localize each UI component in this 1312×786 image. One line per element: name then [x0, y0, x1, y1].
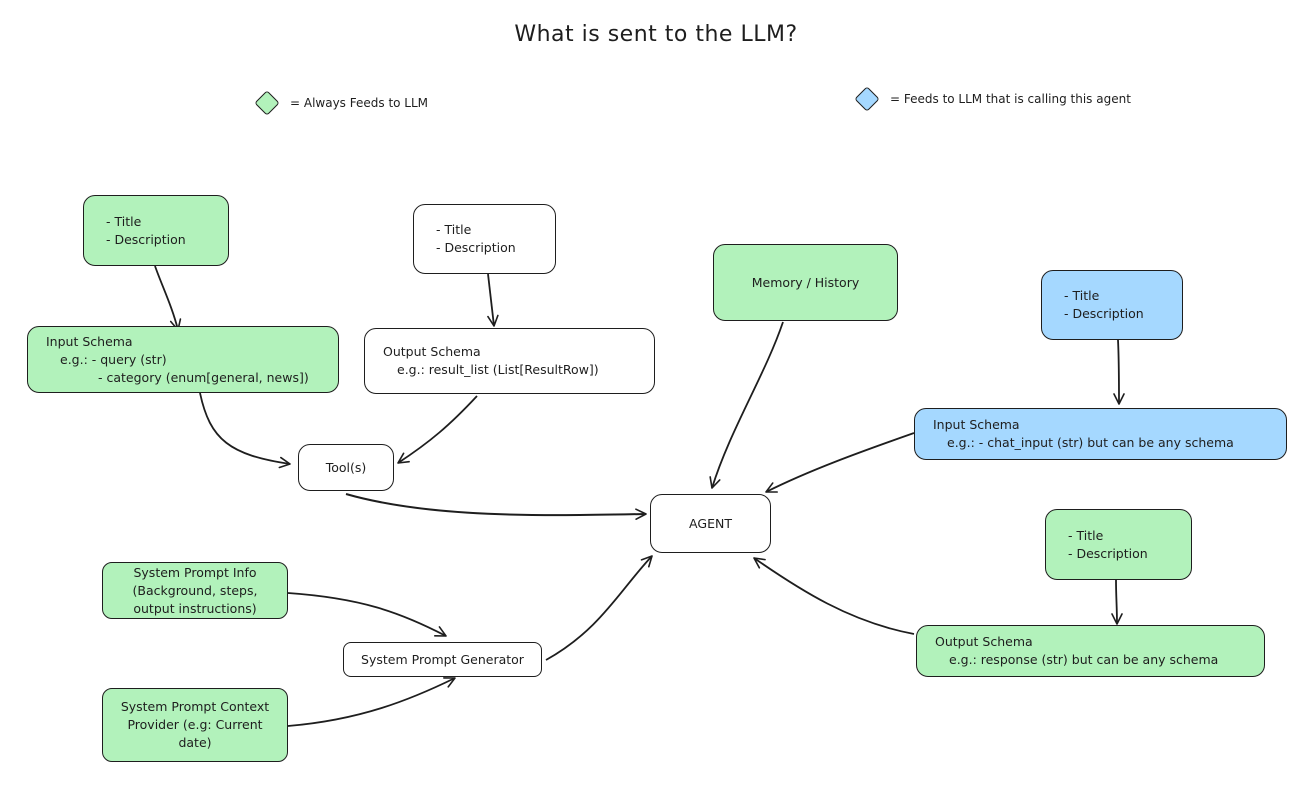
system-prompt-generator-label: System Prompt Generator — [361, 651, 524, 667]
arrow-tools-to-agent — [345, 493, 647, 520]
agent-input-meta-node: - Title - Description — [1041, 270, 1183, 340]
tool-input-schema-node: Input Schema e.g.: - query (str) - categ… — [27, 326, 339, 393]
legend-always-feeds-label: = Always Feeds to LLM — [290, 96, 429, 110]
agent-output-meta-description: - Description — [1068, 545, 1148, 561]
tool-input-heading: Input Schema — [46, 333, 133, 349]
system-prompt-context-node: System Prompt Context Provider (e.g: Cur… — [102, 688, 288, 762]
agent-input-line-1: e.g.: - chat_input (str) but can be any … — [947, 435, 1234, 450]
agent-output-heading: Output Schema — [935, 634, 1033, 649]
tool-meta-description: - Description — [106, 231, 186, 247]
arrow-generator-to-agent — [545, 555, 653, 661]
arrow-agent-in-meta-to-input — [1113, 339, 1125, 405]
agent-input-meta-description: - Description — [1064, 306, 1144, 321]
tool-output-line-1: e.g.: result_list (List[ResultRow]) — [397, 362, 599, 377]
system-prompt-generator-node: System Prompt Generator — [343, 642, 542, 677]
arrow-sp-info-to-generator — [287, 592, 447, 637]
agent-output-line-1: e.g.: response (str) but can be any sche… — [949, 652, 1219, 667]
arrow-out-meta-to-output — [487, 273, 499, 327]
tool-output-meta-description: - Description — [436, 240, 516, 255]
tool-output-schema-node: Output Schema e.g.: result_list (List[Re… — [364, 328, 655, 394]
tool-meta-node: - Title - Description — [83, 195, 229, 266]
tool-output-heading: Output Schema — [383, 344, 481, 359]
system-prompt-info-line-3: output instructions) — [133, 600, 257, 616]
agent-label: AGENT — [689, 515, 732, 531]
blue-diamond-icon — [854, 86, 880, 112]
agent-output-meta-title: - Title — [1068, 527, 1104, 543]
legend-calling-agent: = Feeds to LLM that is calling this agen… — [854, 86, 1131, 112]
tool-meta-title: - Title — [106, 213, 142, 229]
legend-always-feeds: = Always Feeds to LLM — [254, 90, 429, 116]
agent-input-heading: Input Schema — [933, 417, 1020, 432]
system-prompt-context-line-1: System Prompt Context — [120, 699, 270, 714]
arrow-input-to-tools — [199, 392, 291, 469]
system-prompt-context-line-2: Provider (e.g: Current — [127, 717, 263, 732]
system-prompt-context-line-3: date) — [178, 735, 212, 750]
arrow-tool-meta-to-input — [154, 265, 182, 331]
tools-label: Tool(s) — [325, 459, 367, 475]
system-prompt-info-line-2: (Background, steps, — [132, 582, 258, 598]
green-diamond-icon — [254, 90, 280, 116]
arrow-agent-output-to-agent — [753, 557, 915, 635]
tool-output-meta-title: - Title — [436, 222, 472, 237]
tool-input-line-2: - category (enum[general, news]) — [98, 369, 309, 385]
agent-output-schema-node: Output Schema e.g.: response (str) but c… — [916, 625, 1265, 677]
memory-history-node: Memory / History — [713, 244, 898, 321]
system-prompt-info-node: System Prompt Info (Background, steps, o… — [102, 562, 288, 619]
arrow-agent-input-to-agent — [765, 432, 915, 493]
arrow-sp-context-to-generator — [287, 677, 456, 727]
arrow-memory-to-agent — [709, 321, 784, 489]
agent-output-meta-node: - Title - Description — [1045, 509, 1192, 580]
agent-node: AGENT — [650, 494, 771, 553]
memory-history-label: Memory / History — [751, 274, 860, 290]
tool-input-line-1: e.g.: - query (str) — [60, 351, 167, 367]
arrow-agent-out-meta-to-output — [1111, 579, 1123, 625]
tools-node: Tool(s) — [298, 444, 394, 491]
agent-input-meta-title: - Title — [1064, 288, 1100, 303]
system-prompt-info-line-1: System Prompt Info — [133, 564, 257, 580]
agent-input-schema-node: Input Schema e.g.: - chat_input (str) bu… — [914, 408, 1287, 460]
diagram-title: What is sent to the LLM? — [514, 22, 798, 47]
arrow-output-to-tools — [397, 395, 478, 464]
legend-calling-agent-label: = Feeds to LLM that is calling this agen… — [890, 92, 1131, 106]
tool-output-meta-node: - Title - Description — [413, 204, 556, 274]
